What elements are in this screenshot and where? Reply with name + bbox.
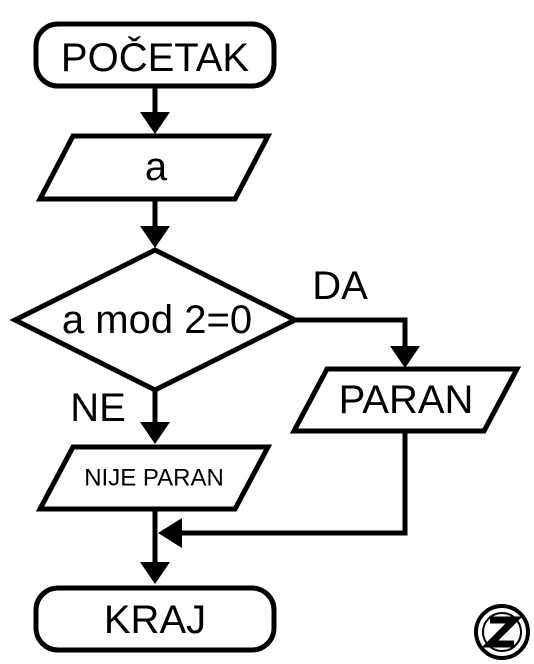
output-yes-label: PARAN xyxy=(339,378,474,422)
output-no-label: NIJE PARAN xyxy=(84,465,224,492)
arrow-yes-branch xyxy=(295,317,420,368)
output-yes-node: PARAN xyxy=(289,366,522,434)
start-label: POČETAK xyxy=(61,35,250,80)
input-label: a xyxy=(145,145,168,189)
start-node: POČETAK xyxy=(33,21,277,89)
arrow-merge-yes xyxy=(158,431,408,548)
arrow-no-branch xyxy=(140,390,170,444)
yes-label: DA xyxy=(312,264,368,308)
no-label: NE xyxy=(70,386,126,430)
circled-z-logo-icon xyxy=(474,604,530,660)
end-node: KRAJ xyxy=(33,585,277,653)
arrow-input-to-decision xyxy=(140,199,170,248)
end-label: KRAJ xyxy=(104,598,206,642)
output-no-node: NIJE PARAN xyxy=(35,444,273,512)
decision-label: a mod 2=0 xyxy=(62,298,252,342)
decision-node: a mod 2=0 xyxy=(9,247,301,393)
arrow-start-to-input xyxy=(140,86,170,134)
arrow-to-end xyxy=(140,509,170,584)
input-node: a xyxy=(35,133,273,202)
